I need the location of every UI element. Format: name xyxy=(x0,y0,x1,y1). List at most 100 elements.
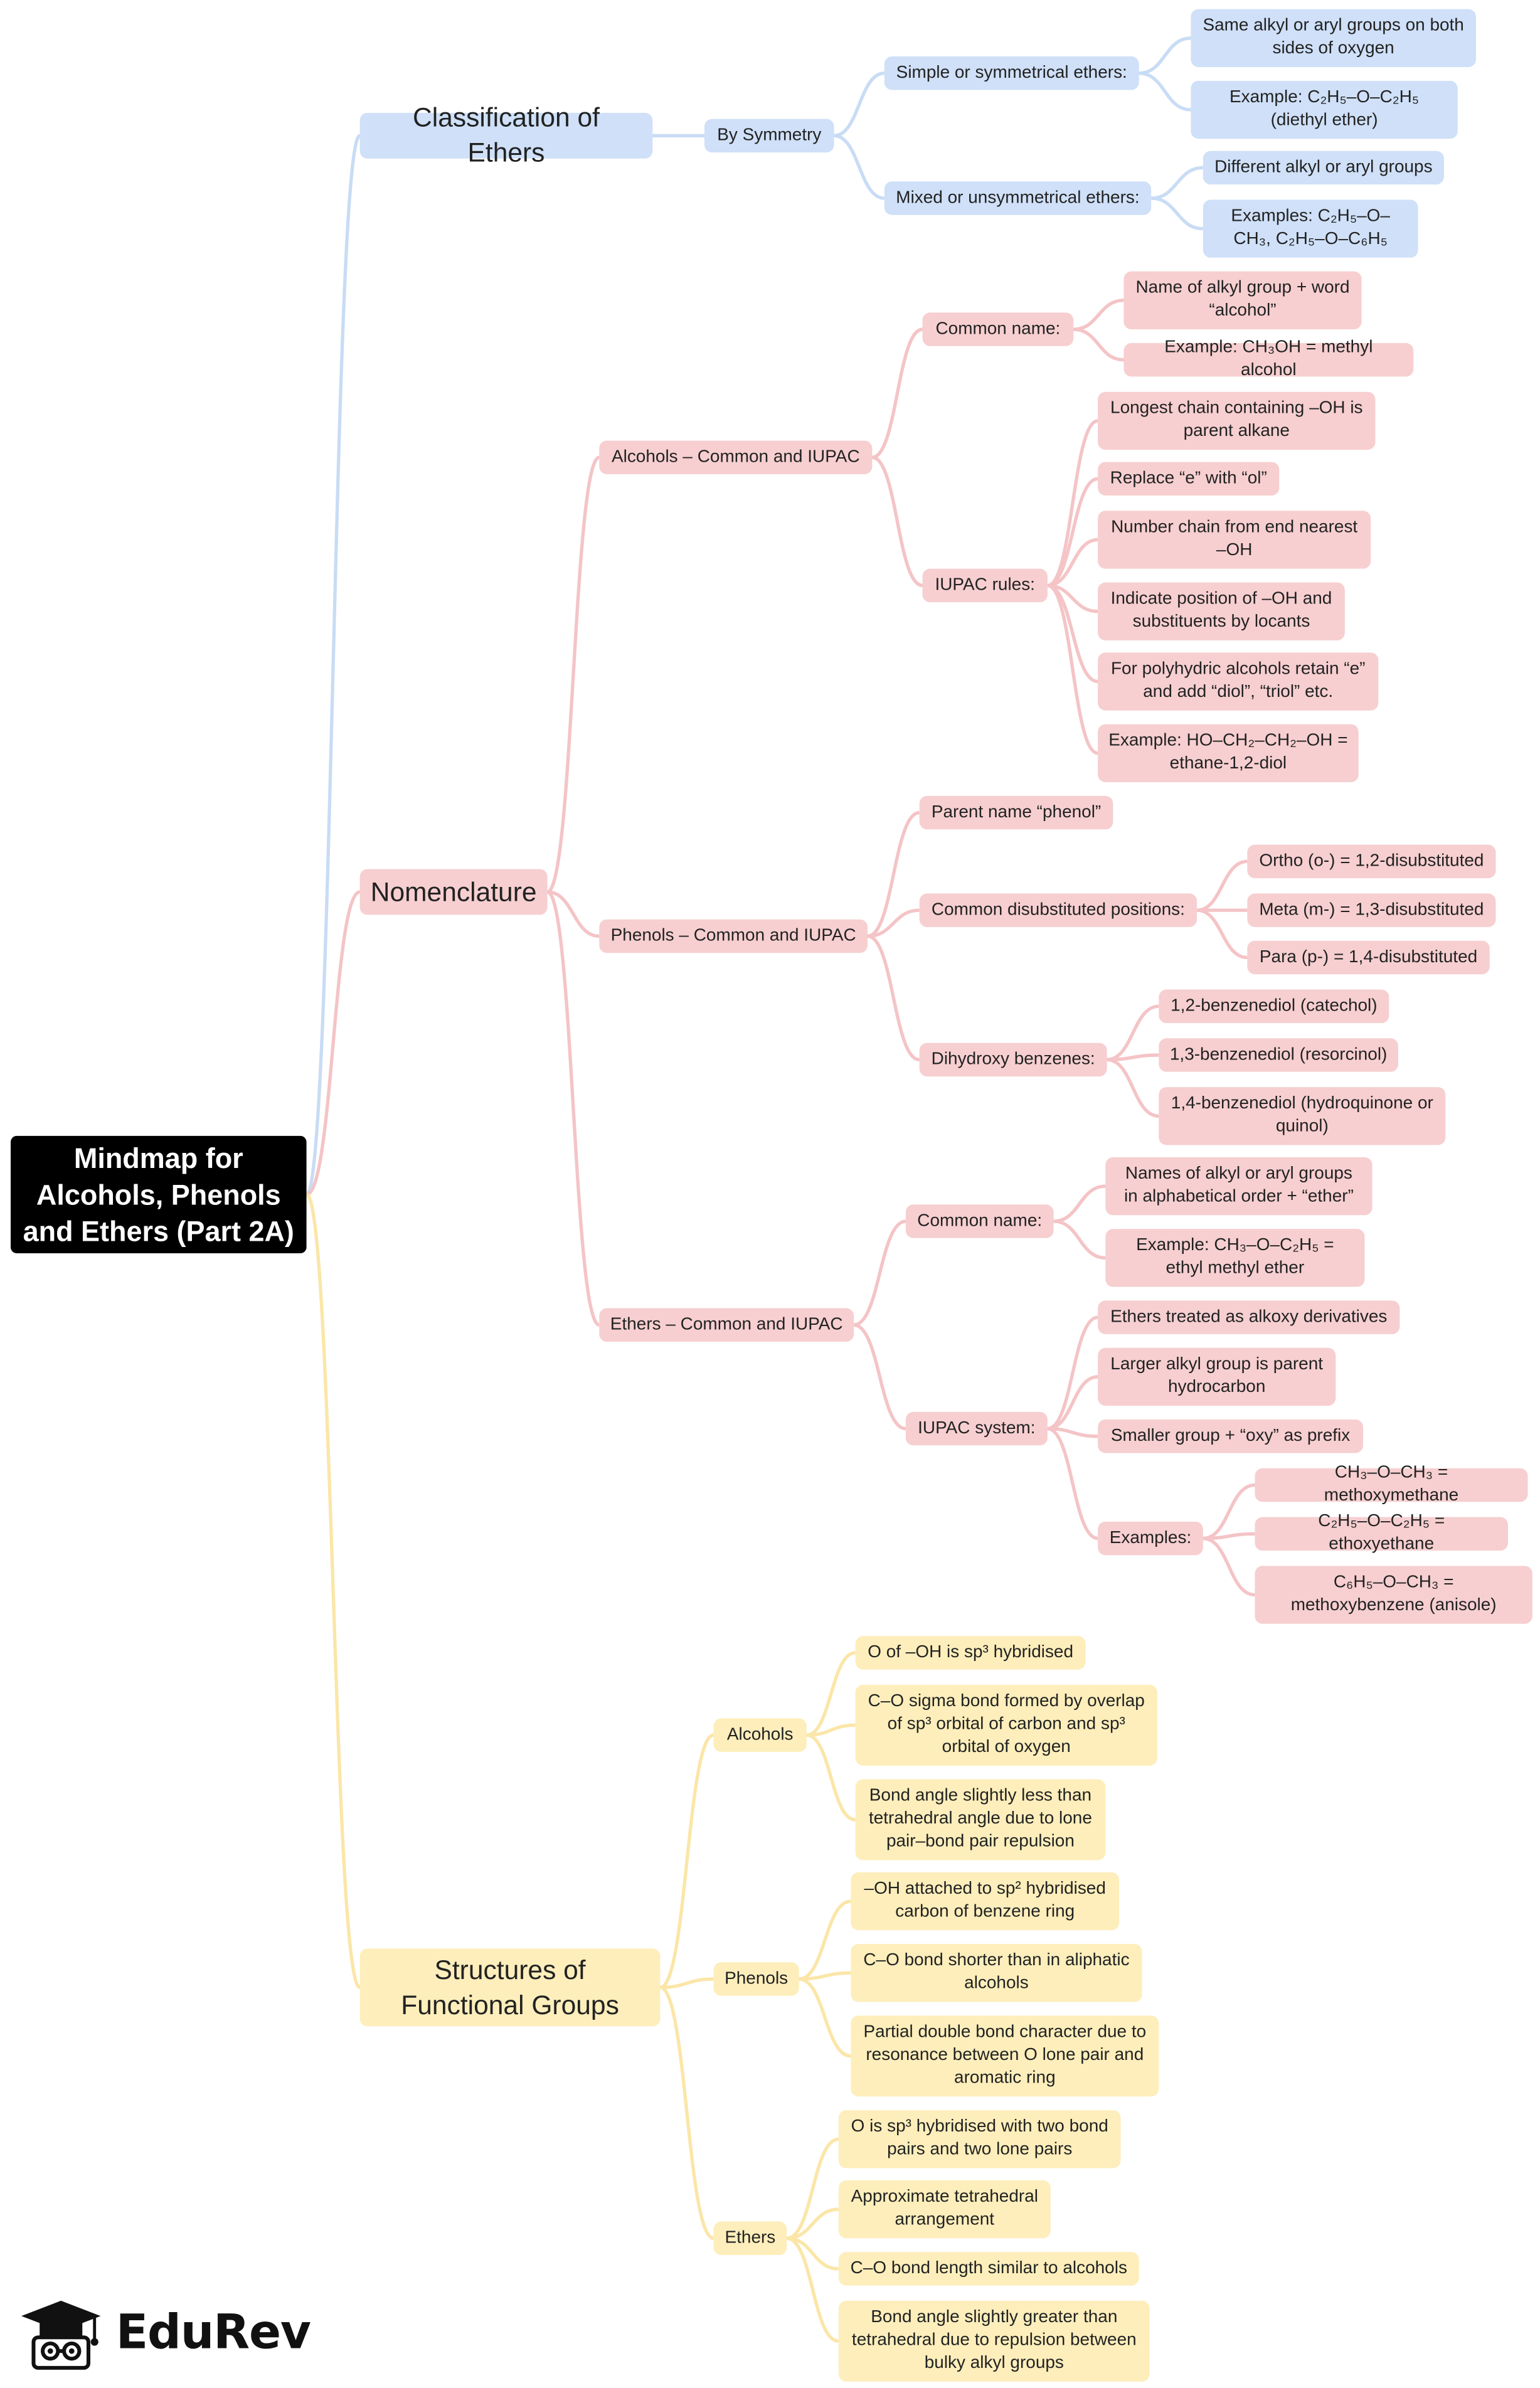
connector-s-phe-to-s-phe1 xyxy=(799,1899,851,1981)
ethers-sp3-hybridised: O is sp³ hybridised with two bond pairs … xyxy=(838,2110,1121,2168)
mixed-ethers-node: Mixed or unsymmetrical ethers: xyxy=(884,181,1152,215)
connector-mixed-to-mixed2 xyxy=(1151,196,1203,231)
connector-alc-c-to-alc-c2 xyxy=(1073,327,1124,362)
connector-phe-h-to-phe-h1 xyxy=(1107,1004,1159,1062)
by-symmetry-node: By Symmetry xyxy=(704,119,834,153)
alcohols-nomenclature-node: Alcohols – Common and IUPAC xyxy=(599,440,873,474)
connector-alc-i-to-alc-i5 xyxy=(1047,583,1098,684)
connector-root-to-cls xyxy=(305,134,362,1197)
meta-position: Meta (m-) = 1,3-disubstituted xyxy=(1247,893,1496,927)
ethers-larger-alkyl-parent: Larger alkyl group is parent hydrocarbon xyxy=(1098,1347,1336,1406)
connector-root-to-nom xyxy=(305,890,361,1197)
iupac-rule-locants: Indicate position of –OH and substituent… xyxy=(1098,582,1345,640)
mixed-ethers-examples: Examples: C₂H₅–O–CH₃, C₂H₅–O–C₆H₅ xyxy=(1203,199,1418,258)
iupac-rule-replace-e: Replace “e” with “ol” xyxy=(1098,462,1280,496)
connector-alc-c-to-alc-c1 xyxy=(1073,299,1124,331)
ethers-examples-node: Examples: xyxy=(1098,1521,1203,1556)
connector-s-alc-to-s-alc2 xyxy=(806,1723,856,1737)
iupac-rule-polyhydric: For polyhydric alcohols retain “e” and a… xyxy=(1098,652,1379,711)
iupac-rule-number-chain: Number chain from end nearest –OH xyxy=(1098,511,1371,569)
connector-eth-x-to-eth-x1 xyxy=(1203,1483,1255,1541)
structure-alcohols-node: Alcohols xyxy=(713,1718,807,1752)
phenols-partial-double-bond: Partial double bond character due to res… xyxy=(851,2015,1159,2097)
connector-eth-i-to-eth-x xyxy=(1047,1426,1098,1541)
connector-sym-to-simple xyxy=(834,71,885,138)
alcohols-bond-angle: Bond angle slightly less than tetrahedra… xyxy=(855,1779,1106,1860)
connector-s-phe-to-s-phe3 xyxy=(799,1977,851,2058)
ethers-bond-length: C–O bond length similar to alcohols xyxy=(838,2252,1139,2286)
ethoxyethane: C₂H₅–O–C₂H₅ = ethoxyethane xyxy=(1255,1512,1508,1554)
structure-phenols-node: Phenols xyxy=(713,1962,799,1996)
connector-phe-to-phe-h xyxy=(867,934,920,1062)
alcohols-common-name-node: Common name: xyxy=(922,312,1074,346)
ethers-tetrahedral-arrangement: Approximate tetrahedral arrangement xyxy=(838,2180,1051,2239)
connector-phe-d-to-phe-d3 xyxy=(1196,908,1248,960)
connector-phe-h-to-phe-h3 xyxy=(1107,1058,1159,1118)
connector-eth-i-to-eth-i3 xyxy=(1047,1426,1098,1438)
ethers-iupac-system-node: IUPAC system: xyxy=(905,1411,1048,1446)
alcohols-sp3-hybridised: O of –OH is sp³ hybridised xyxy=(855,1636,1086,1670)
simple-ethers-node: Simple or symmetrical ethers: xyxy=(884,56,1139,90)
iupac-rule-longest-chain: Longest chain containing –OH is parent a… xyxy=(1098,391,1376,450)
structure-ethers-node: Ethers xyxy=(713,2221,787,2256)
connector-alc-i-to-alc-i4 xyxy=(1047,583,1098,613)
connector-root-to-str xyxy=(305,1192,362,1990)
connector-eth-c-to-eth-c2 xyxy=(1053,1219,1106,1260)
connector-eth-to-eth-i xyxy=(853,1323,906,1431)
edurev-wordmark: EduRev xyxy=(115,2305,311,2360)
connector-str-to-s-eth xyxy=(659,1985,714,2240)
alcohols-iupac-rules-node: IUPAC rules: xyxy=(922,568,1048,603)
connector-eth-c-to-eth-c1 xyxy=(1053,1184,1106,1223)
ethers-common-name-example: Example: CH₃–O–C₂H₅ = ethyl methyl ether xyxy=(1105,1229,1365,1287)
simple-ethers-definition: Same alkyl or aryl groups on both sides … xyxy=(1191,9,1476,67)
alcohols-sigma-bond: C–O sigma bond formed by overlap of sp³ … xyxy=(855,1684,1157,1766)
connector-alc-i-to-alc-i3 xyxy=(1047,538,1098,588)
connector-s-eth-to-s-eth3 xyxy=(787,2236,839,2271)
hydroquinone: 1,4-benzenediol (hydroquinone or quinol) xyxy=(1159,1087,1446,1145)
ethers-bond-angle: Bond angle slightly greater than tetrahe… xyxy=(838,2300,1150,2382)
structures-of-functional-groups-node: Structures of Functional Groups xyxy=(359,1948,661,2027)
connector-mixed-to-mixed1 xyxy=(1151,166,1203,200)
connector-simple-to-simple1 xyxy=(1139,36,1191,75)
methoxymethane: CH₃–O–CH₃ = methoxymethane xyxy=(1255,1463,1528,1505)
connector-alc-i-to-alc-i2 xyxy=(1047,477,1098,588)
ortho-position: Ortho (o-) = 1,2-disubstituted xyxy=(1247,844,1496,879)
connector-s-phe-to-s-phe2 xyxy=(799,1971,851,1981)
dihydroxy-benzenes-node: Dihydroxy benzenes: xyxy=(919,1043,1107,1077)
phenols-shorter-bond: C–O bond shorter than in aliphatic alcoh… xyxy=(851,1944,1142,2002)
connector-nom-to-phe xyxy=(547,890,600,938)
connector-s-eth-to-s-eth2 xyxy=(787,2207,839,2240)
alcohols-common-name-rule: Name of alkyl group + word “alcohol” xyxy=(1123,271,1362,330)
simple-ethers-example: Example: C₂H₅–O–C₂H₅ (diethyl ether) xyxy=(1191,80,1458,139)
resorcinol: 1,3-benzenediol (resorcinol) xyxy=(1159,1038,1398,1072)
connector-phe-d-to-phe-d1 xyxy=(1196,859,1248,912)
para-position: Para (p-) = 1,4-disubstituted xyxy=(1247,940,1490,975)
edurev-brand: EduRev xyxy=(18,2287,323,2379)
connector-eth-i-to-eth-i2 xyxy=(1047,1375,1098,1431)
ethers-oxy-prefix: Smaller group + “oxy” as prefix xyxy=(1098,1419,1364,1453)
iupac-rule-example: Example: HO–CH₂–CH₂–OH = ethane-1,2-diol xyxy=(1098,724,1359,782)
phenol-parent-name: Parent name “phenol” xyxy=(919,795,1113,830)
ethers-common-name-node: Common name: xyxy=(905,1204,1054,1238)
connector-alc-to-alc-i xyxy=(871,455,923,588)
classification-of-ethers-node: Classification of Ethers xyxy=(359,102,653,167)
connector-alc-to-alc-c xyxy=(871,327,923,459)
connector-phe-to-phe-d xyxy=(867,908,920,938)
root-node: Mindmap for Alcohols, Phenols and Ethers… xyxy=(11,1135,307,1254)
connector-s-eth-to-s-eth4 xyxy=(786,2236,839,2343)
connector-str-to-s-alc xyxy=(659,1733,714,1990)
connector-nom-to-eth xyxy=(546,890,600,1327)
nomenclature-node: Nomenclature xyxy=(359,869,548,915)
ethers-common-name-rule: Names of alkyl or aryl groups in alphabe… xyxy=(1105,1157,1373,1216)
connector-eth-x-to-eth-x3 xyxy=(1203,1536,1255,1597)
connector-phe-to-phe-p xyxy=(867,810,920,938)
connector-str-to-s-phe xyxy=(660,1977,714,1990)
connector-nom-to-alc xyxy=(546,455,600,894)
connector-s-eth-to-s-eth1 xyxy=(786,2137,839,2240)
disubstituted-positions-node: Common disubstituted positions: xyxy=(919,893,1197,927)
connector-simple-to-simple2 xyxy=(1139,71,1191,112)
connector-alc-i-to-alc-i6 xyxy=(1047,583,1098,755)
alcohols-common-name-example: Example: CH₃OH = methyl alcohol xyxy=(1123,339,1414,379)
connector-sym-to-mixed xyxy=(834,134,885,200)
